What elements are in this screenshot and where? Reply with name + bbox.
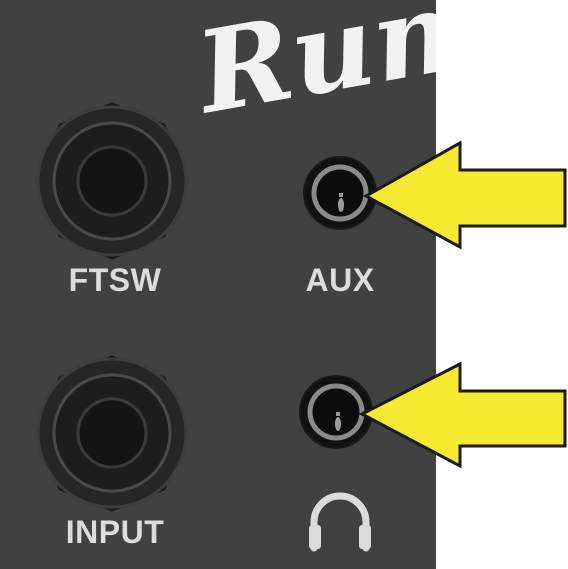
arrow-left-icon [358, 361, 567, 469]
headphone-jack[interactable] [299, 375, 373, 449]
headphones-icon [309, 492, 371, 552]
ftsw-jack-socket [76, 145, 148, 217]
aux-jack[interactable] [303, 156, 377, 230]
aux-label: AUX [305, 262, 375, 298]
ftsw-label: FTSW [68, 262, 162, 298]
input-jack-socket [76, 397, 148, 469]
aux-jack-pin-top [339, 193, 343, 197]
ftsw-jack[interactable] [36, 102, 188, 260]
headphone-jack-pin [335, 417, 341, 431]
arrow-left-icon [362, 140, 567, 250]
input-label: INPUT [65, 514, 165, 550]
input-jack[interactable] [36, 355, 188, 512]
headphone-jack-pin-top [336, 412, 340, 416]
aux-jack-pin [338, 198, 344, 212]
